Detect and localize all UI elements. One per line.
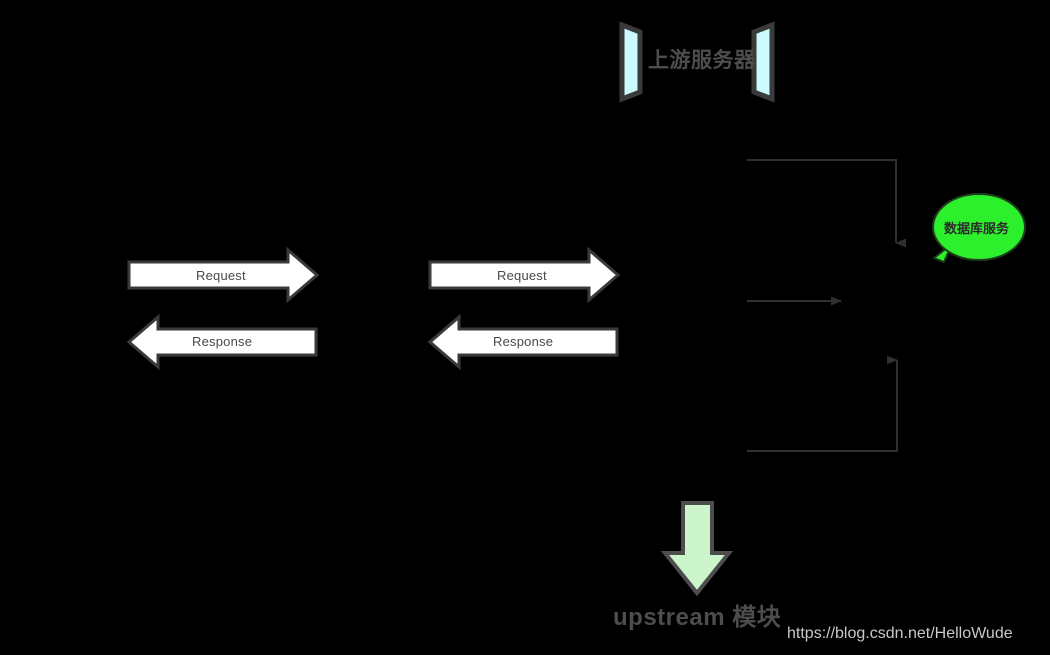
database-service-bubble <box>932 193 1026 263</box>
connector-bottom-from-database <box>747 355 898 452</box>
right-response-arrow-icon <box>427 313 619 371</box>
left-response-arrow-icon <box>126 313 318 371</box>
upstream-server-group <box>619 21 775 103</box>
upstream-module-arrow-icon <box>660 501 734 597</box>
right-request-arrow-icon <box>428 246 621 304</box>
upstream-server-left-bracket-icon <box>619 21 643 103</box>
left-request-arrow-icon <box>127 246 320 304</box>
connector-top-to-database <box>747 159 906 248</box>
upstream-server-right-bracket-icon <box>751 21 775 103</box>
